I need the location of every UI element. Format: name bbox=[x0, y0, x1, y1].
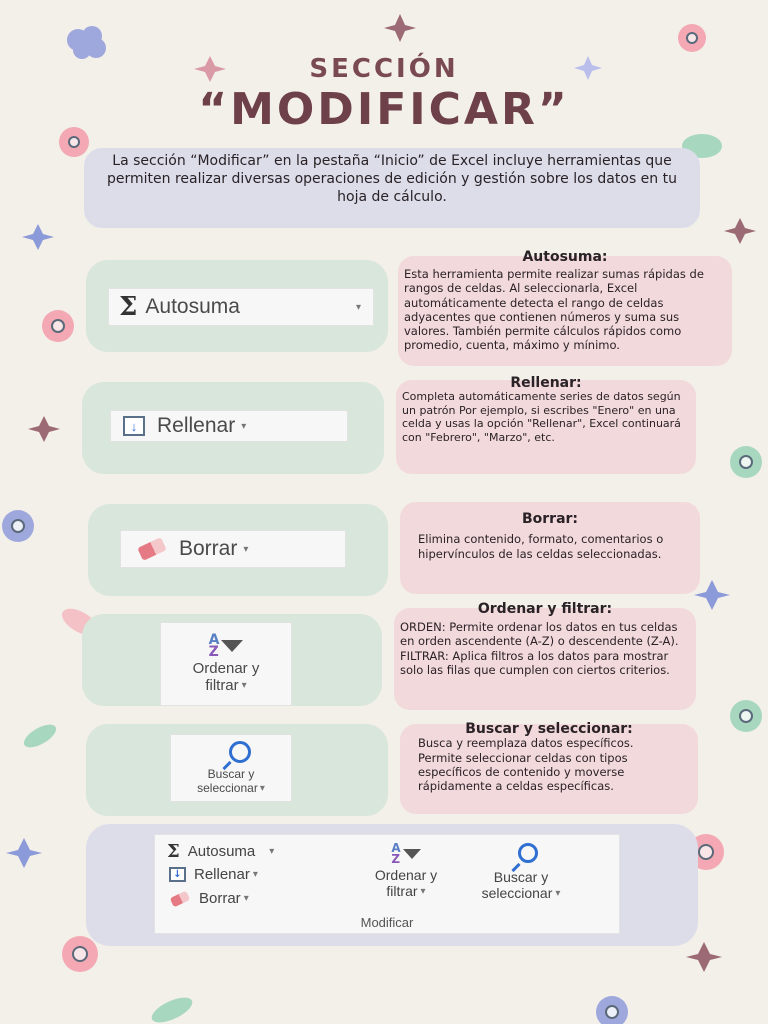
flower-icon bbox=[62, 936, 98, 972]
funnel-icon bbox=[402, 849, 421, 859]
rellenar-info: Rellenar: Completa automáticamente serie… bbox=[396, 376, 696, 474]
star-icon bbox=[194, 56, 226, 82]
ribbon-borrar-label: Borrar bbox=[199, 890, 241, 907]
buscar-info: Buscar y seleccionar: Busca y reemplaza … bbox=[400, 721, 698, 814]
rellenar-label: Rellenar bbox=[157, 414, 236, 437]
ribbon-autosuma-label: Autosuma bbox=[187, 843, 256, 860]
chevron-down-icon: ▾ bbox=[243, 893, 249, 904]
buscar-seleccionar-button[interactable]: Buscar y seleccionar ▾ bbox=[170, 734, 292, 802]
flower-icon bbox=[730, 446, 762, 478]
flower-icon bbox=[730, 700, 762, 732]
filtrar-text-2: FILTRAR: Aplica filtros a los datos para… bbox=[400, 648, 670, 677]
flower-icon bbox=[2, 510, 34, 542]
star-icon bbox=[28, 416, 60, 442]
magnifier-icon bbox=[518, 843, 538, 863]
ribbon-group-label: Modificar bbox=[360, 915, 414, 930]
star-icon bbox=[384, 14, 416, 42]
ordenar-heading: Ordenar y filtrar: bbox=[477, 601, 613, 617]
flower-icon bbox=[59, 127, 89, 157]
intro-box: La sección “Modificar” en la pestaña “In… bbox=[84, 148, 700, 228]
autosuma-heading: Autosuma: bbox=[522, 249, 608, 265]
sort-a-letter: A bbox=[208, 632, 220, 648]
ribbon-borrar[interactable]: Borrar ▾ bbox=[169, 890, 249, 907]
ordenar-label-2: filtrar bbox=[205, 677, 239, 694]
ribbon-rellenar-label: Rellenar bbox=[194, 866, 250, 883]
chevron-down-icon: ▾ bbox=[241, 420, 247, 432]
borrar-text: Elimina contenido, formato, comentarios … bbox=[418, 532, 664, 561]
sigma-icon: Σ bbox=[119, 292, 138, 322]
borrar-heading: Borrar: bbox=[521, 511, 579, 527]
ribbon-buscar-label-2: seleccionar bbox=[481, 885, 553, 901]
autosuma-info: Autosuma: Esta herramienta permite reali… bbox=[398, 250, 732, 366]
buscar-text: Busca y reemplaza datos específicos. Per… bbox=[418, 736, 634, 794]
autosuma-button[interactable]: Σ Autosuma ▾ bbox=[108, 288, 374, 326]
ribbon-autosuma[interactable]: Σ Autosuma ▾ bbox=[167, 841, 274, 862]
section-subtitle: SECCIÓN bbox=[309, 54, 459, 84]
buscar-label-1: Buscar y bbox=[207, 767, 255, 781]
funnel-icon bbox=[221, 640, 244, 652]
sort-a-letter: A bbox=[391, 841, 401, 855]
flower-icon bbox=[67, 26, 106, 59]
autosuma-label: Autosuma bbox=[145, 295, 240, 318]
ribbon-ordenar-label-2: filtrar bbox=[386, 883, 418, 899]
borrar-label: Borrar bbox=[179, 537, 238, 560]
sort-z-letter: Z bbox=[208, 644, 219, 660]
sigma-icon: Σ bbox=[167, 841, 180, 862]
chevron-down-icon: ▾ bbox=[252, 869, 258, 880]
star-icon bbox=[6, 838, 42, 868]
flower-icon bbox=[678, 24, 706, 52]
chevron-down-icon: ▾ bbox=[241, 680, 247, 691]
eraser-icon bbox=[137, 537, 167, 561]
borrar-button[interactable]: Borrar ▾ bbox=[120, 530, 346, 568]
chevron-down-icon: ▾ bbox=[355, 301, 361, 313]
fill-down-icon: ↓ bbox=[169, 867, 186, 882]
flower-icon bbox=[42, 310, 74, 342]
star-icon bbox=[686, 942, 722, 972]
star-icon bbox=[574, 56, 602, 80]
rellenar-heading: Rellenar: bbox=[510, 375, 582, 391]
star-icon bbox=[694, 580, 730, 610]
buscar-heading: Buscar y seleccionar: bbox=[465, 721, 633, 737]
star-icon bbox=[22, 224, 54, 250]
rellenar-text: Completa automáticamente series de datos… bbox=[402, 390, 681, 444]
magnifier-icon bbox=[229, 741, 251, 763]
autosuma-text: Esta herramienta permite realizar sumas … bbox=[404, 267, 704, 353]
ribbon-ordenar-label-1: Ordenar y bbox=[374, 867, 438, 883]
leaf-icon bbox=[23, 724, 57, 748]
chevron-down-icon: ▾ bbox=[420, 885, 426, 897]
chevron-down-icon: ▾ bbox=[555, 887, 561, 899]
eraser-icon bbox=[169, 890, 191, 907]
ordenar-info: Ordenar y filtrar: ORDEN: Permite ordena… bbox=[394, 602, 696, 710]
rellenar-button[interactable]: ↓ Rellenar ▾ bbox=[110, 410, 348, 442]
leaf-icon bbox=[151, 997, 193, 1023]
sort-z-letter: Z bbox=[391, 852, 401, 866]
ribbon-rellenar[interactable]: ↓ Rellenar ▾ bbox=[169, 866, 258, 883]
ordenar-label-1: Ordenar y bbox=[192, 660, 260, 677]
star-icon bbox=[724, 218, 756, 244]
fill-down-icon: ↓ bbox=[123, 416, 145, 436]
ordenar-text-1: ORDEN: Permite ordenar los datos en tus … bbox=[400, 620, 679, 649]
buscar-label-2: seleccionar bbox=[197, 781, 258, 795]
chevron-down-icon: ▾ bbox=[259, 782, 265, 794]
chevron-down-icon: ▾ bbox=[243, 543, 249, 555]
ribbon-buscar-label-1: Buscar y bbox=[493, 869, 549, 885]
flower-icon bbox=[596, 996, 628, 1024]
page-title: “MODIFICAR” bbox=[198, 84, 570, 135]
intro-text: La sección “Modificar” en la pestaña “In… bbox=[107, 153, 677, 205]
borrar-info: Borrar: Elimina contenido, formato, come… bbox=[400, 502, 700, 594]
ribbon-buscar-seleccionar[interactable]: Buscar y seleccionar ▾ bbox=[461, 843, 581, 901]
chevron-down-icon: ▾ bbox=[269, 846, 275, 857]
